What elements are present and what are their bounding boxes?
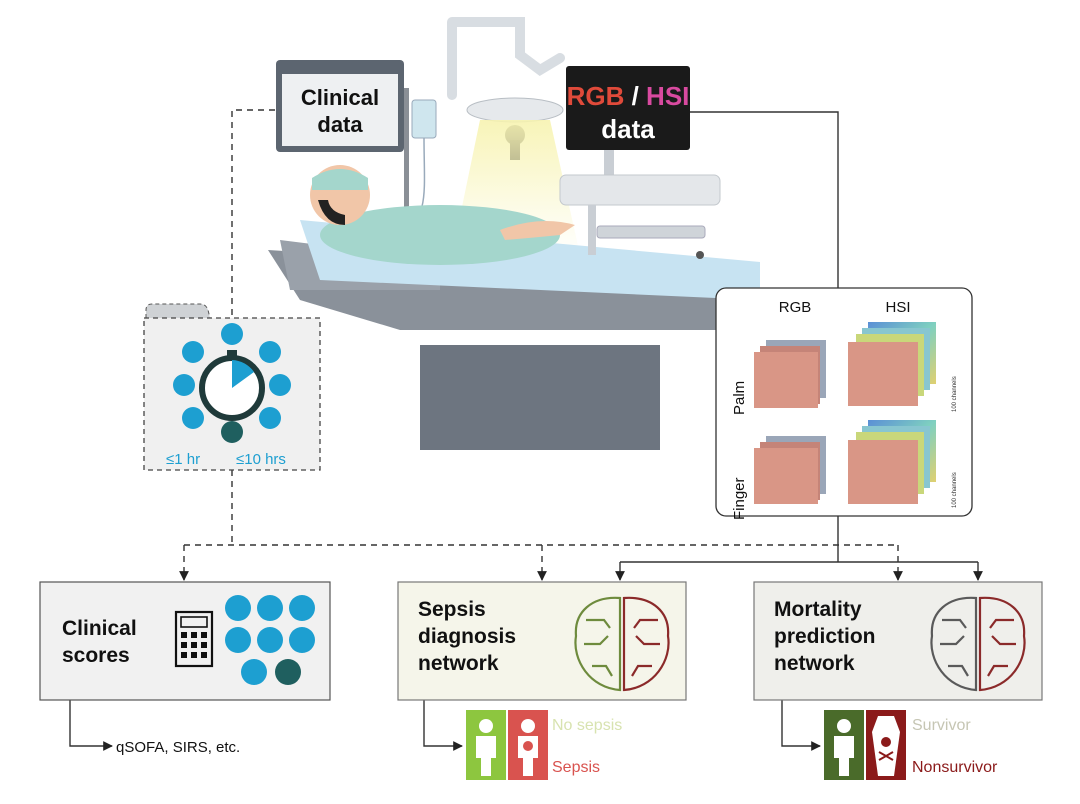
time-short-label: ≤1 hr <box>166 451 200 468</box>
mortality-line2: prediction <box>774 625 876 648</box>
hsi-palm-image <box>848 342 918 406</box>
scores-monitor-icon <box>225 627 251 653</box>
scores-flask-icon <box>275 659 301 685</box>
channels-note-palm: 100 channels <box>952 376 958 412</box>
patient-body <box>320 205 560 265</box>
monitor-icon <box>269 374 291 396</box>
time-long-label: ≤10 hrs <box>236 451 286 468</box>
svg-text:RGB / HSI: RGB / HSI <box>567 81 690 111</box>
stethoscope-icon <box>182 407 204 429</box>
rgb-label: RGB <box>567 81 625 111</box>
clinical-to-folder-line <box>231 109 275 318</box>
imaging-panel: RGB HSI Palm Finger 100 channels 100 cha… <box>715 287 973 520</box>
imaging-cart-stand <box>604 150 614 190</box>
clinical-scores-box: Clinical scores <box>39 581 331 701</box>
mortality-line3: network <box>774 652 855 675</box>
sepsis-output-line <box>423 700 463 751</box>
clinical-data-line1: Clinical <box>301 85 379 110</box>
rgbhsi-monitor: RGB / HSI data <box>566 66 690 150</box>
cells-icon <box>259 407 281 429</box>
iv-pole <box>404 88 409 288</box>
patient-hand <box>500 221 575 240</box>
rgb-palm-image <box>754 352 818 408</box>
sepsis-person-icon <box>521 719 535 733</box>
scores-cells-icon <box>257 627 283 653</box>
sepsis-line3: network <box>418 652 499 675</box>
scores-output-line <box>69 700 113 751</box>
mortality-brain-icon <box>930 596 1026 692</box>
row-palm-label: Palm <box>731 381 748 415</box>
mortality-outcome-icons <box>824 710 906 780</box>
scores-eye-icon <box>241 659 267 685</box>
clinical-data-folder: ≤1 hr ≤10 hrs <box>143 303 321 471</box>
connectors <box>69 109 983 751</box>
rgbhsi-to-panel-line <box>690 111 839 288</box>
sepsis-outcome-icons <box>466 710 548 780</box>
scores-stethoscope-icon <box>257 595 283 621</box>
col-hsi-label: HSI <box>885 299 910 316</box>
hsi-finger-image <box>848 440 918 504</box>
scores-bottle-icon <box>289 627 315 653</box>
sepsis-brain-icon <box>574 596 670 692</box>
scores-drop-icon <box>289 595 315 621</box>
scores-person-icon <box>225 595 251 621</box>
rgb-finger-image <box>754 448 818 504</box>
survivor-label: Survivor <box>912 717 971 734</box>
eye-icon <box>182 341 204 363</box>
mortality-output-line <box>781 700 821 751</box>
no-sepsis-label: No sepsis <box>552 717 622 734</box>
clinical-data-monitor: Clinical data <box>276 60 404 152</box>
mortality-line1: Mortality <box>774 598 862 621</box>
hsi-label: HSI <box>646 81 689 111</box>
clinical-data-line2: data <box>317 112 363 137</box>
col-rgb-label: RGB <box>779 299 812 316</box>
scores-output-text: qSOFA, SIRS, etc. <box>116 739 240 756</box>
rgbhsi-data-label: data <box>601 114 655 144</box>
flask-icon <box>221 421 243 443</box>
calculator-icon <box>174 610 214 668</box>
bed-base <box>420 345 660 450</box>
pathogen-icon <box>523 741 533 751</box>
nonsurvivor-label: Nonsurvivor <box>912 759 998 776</box>
iv-bag <box>411 99 437 139</box>
bottle-icon <box>173 374 195 396</box>
clinical-scores-line1: Clinical <box>62 617 137 640</box>
imaging-cart-body <box>559 174 721 206</box>
skull-icon <box>881 737 891 747</box>
clinical-scores-line2: scores <box>62 644 130 667</box>
sepsis-line2: diagnosis <box>418 625 516 648</box>
sepsis-label: Sepsis <box>552 759 600 776</box>
channels-note-finger: 100 channels <box>952 472 958 508</box>
sepsis-line1: Sepsis <box>418 598 486 621</box>
lamp-head <box>466 97 564 123</box>
person-icon <box>221 323 243 345</box>
lamp-arm <box>447 17 565 100</box>
row-finger-label: Finger <box>731 477 748 520</box>
no-sepsis-person-icon <box>479 719 493 733</box>
survivor-person-icon <box>837 719 851 733</box>
sepsis-network-box: Sepsis diagnosis network <box>397 581 687 701</box>
mortality-network-box: Mortality prediction network <box>753 581 1043 701</box>
hospital-scene <box>268 17 760 450</box>
drop-icon <box>259 341 281 363</box>
